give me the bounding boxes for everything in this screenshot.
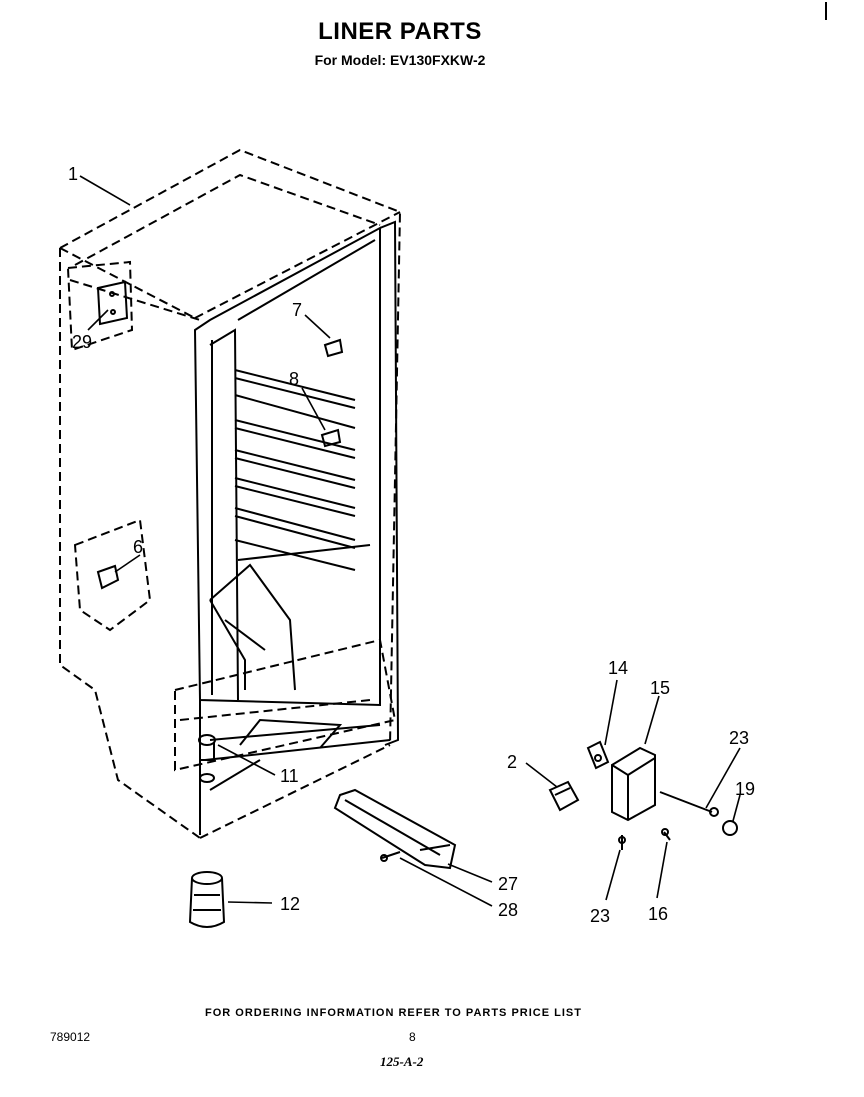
callout-7: 7 — [292, 300, 302, 320]
screw-part-23-top — [659, 791, 719, 817]
callout-23-bottom: 23 — [590, 906, 610, 926]
ordering-note: FOR ORDERING INFORMATION REFER TO PARTS … — [205, 1007, 582, 1019]
page-title: LINER PARTS — [318, 18, 482, 45]
leader-lines — [79, 175, 741, 907]
callout-14: 14 — [608, 658, 628, 678]
leg-part-11 — [198, 734, 216, 783]
screw-part-28 — [380, 851, 401, 862]
callouts: 1 29 7 8 6 11 12 14 15 2 23 19 23 16 27 … — [68, 164, 755, 926]
screw-part-23-bottom — [618, 835, 626, 850]
callout-23-top: 23 — [729, 728, 749, 748]
hinge-plate-29 — [96, 280, 129, 326]
clip-part-14 — [586, 740, 610, 770]
screw-part-16 — [661, 828, 671, 841]
rail-part-27 — [333, 788, 457, 870]
liner-body — [193, 220, 400, 835]
callout-19: 19 — [735, 779, 755, 799]
callout-28: 28 — [498, 900, 518, 920]
bracket-8 — [320, 428, 342, 448]
reference-code: 125-A-2 — [380, 1054, 424, 1069]
callout-29: 29 — [72, 332, 92, 352]
document-id: 789012 — [50, 1030, 91, 1044]
box-part-15 — [611, 746, 656, 822]
page-number: 8 — [409, 1030, 416, 1044]
cabinet-outline — [59, 148, 402, 839]
foot-part-12 — [188, 871, 226, 928]
callout-12: 12 — [280, 894, 300, 914]
model-subtitle: For Model: EV130FXKW-2 — [314, 52, 486, 68]
knob-part-19 — [722, 820, 738, 836]
bracket-7 — [323, 338, 344, 358]
callout-27: 27 — [498, 874, 518, 894]
callout-11: 11 — [280, 766, 299, 786]
bracket-6 — [96, 564, 120, 590]
callout-8: 8 — [289, 369, 299, 389]
callout-1: 1 — [68, 164, 78, 184]
callout-15: 15 — [650, 678, 670, 698]
callout-16: 16 — [648, 904, 668, 924]
bracket-part-2 — [548, 780, 580, 812]
callout-6: 6 — [133, 537, 143, 557]
callout-2: 2 — [507, 752, 517, 772]
